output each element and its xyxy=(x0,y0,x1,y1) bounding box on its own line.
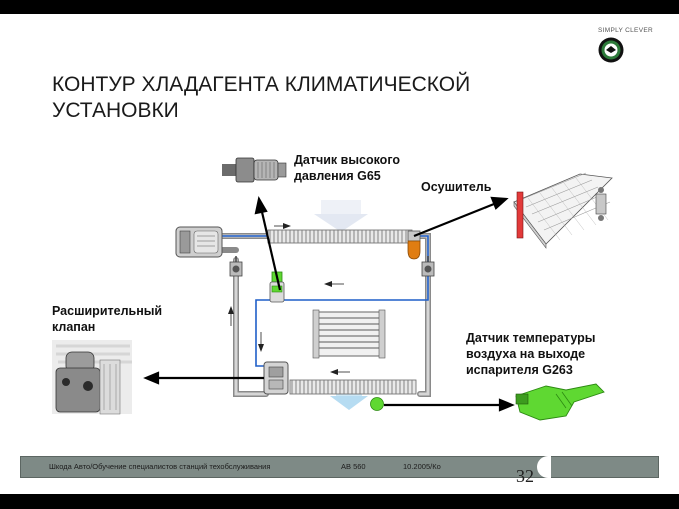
bottom-black-bar xyxy=(0,494,679,509)
high-pressure-sensor-g65-picture xyxy=(222,157,287,183)
page-number-tab xyxy=(537,456,551,478)
footer-code: AB 560 xyxy=(341,462,366,471)
service-valve-left xyxy=(229,256,243,277)
label-high-pressure-sensor: Датчик высокого давления G65 xyxy=(294,153,400,183)
label-air-temp-sensor: Датчик температуры воздуха на выходе исп… xyxy=(466,331,596,377)
pointer-arrows xyxy=(143,195,515,412)
page-number: 32 xyxy=(516,466,534,486)
footer-organization: Шкода Авто/Обучение специалистов станций… xyxy=(49,462,271,471)
air-temp-sensor-circuit xyxy=(370,397,384,411)
skoda-logo-icon xyxy=(598,37,624,63)
evaporator-coil xyxy=(289,379,417,395)
footer-date: 10.2005/Ко xyxy=(403,462,441,471)
airflow-arrow-top xyxy=(314,200,368,232)
service-valve-right xyxy=(421,256,435,277)
condenser-coil xyxy=(267,229,413,244)
condenser-dryer-picture xyxy=(513,172,613,249)
label-expansion-valve: Расширительный клапан xyxy=(52,304,163,334)
label-dryer: Осушитель xyxy=(421,180,492,194)
expansion-valve-picture xyxy=(52,340,132,415)
compressor xyxy=(175,226,223,258)
expansion-valve-circuit xyxy=(263,361,289,395)
flow-arrows xyxy=(228,223,350,375)
air-temp-sensor-g263-picture xyxy=(515,383,605,421)
page-title: КОНТУР ХЛАДАГЕНТА КЛИМАТИЧЕСКОЙ УСТАНОВК… xyxy=(52,73,471,122)
footer-bar: Шкода Авто/Обучение специалистов станций… xyxy=(20,456,659,478)
brand-slogan: SIMPLY CLEVER xyxy=(598,27,653,34)
heat-exchanger-core xyxy=(312,309,386,359)
top-black-bar xyxy=(0,0,679,14)
